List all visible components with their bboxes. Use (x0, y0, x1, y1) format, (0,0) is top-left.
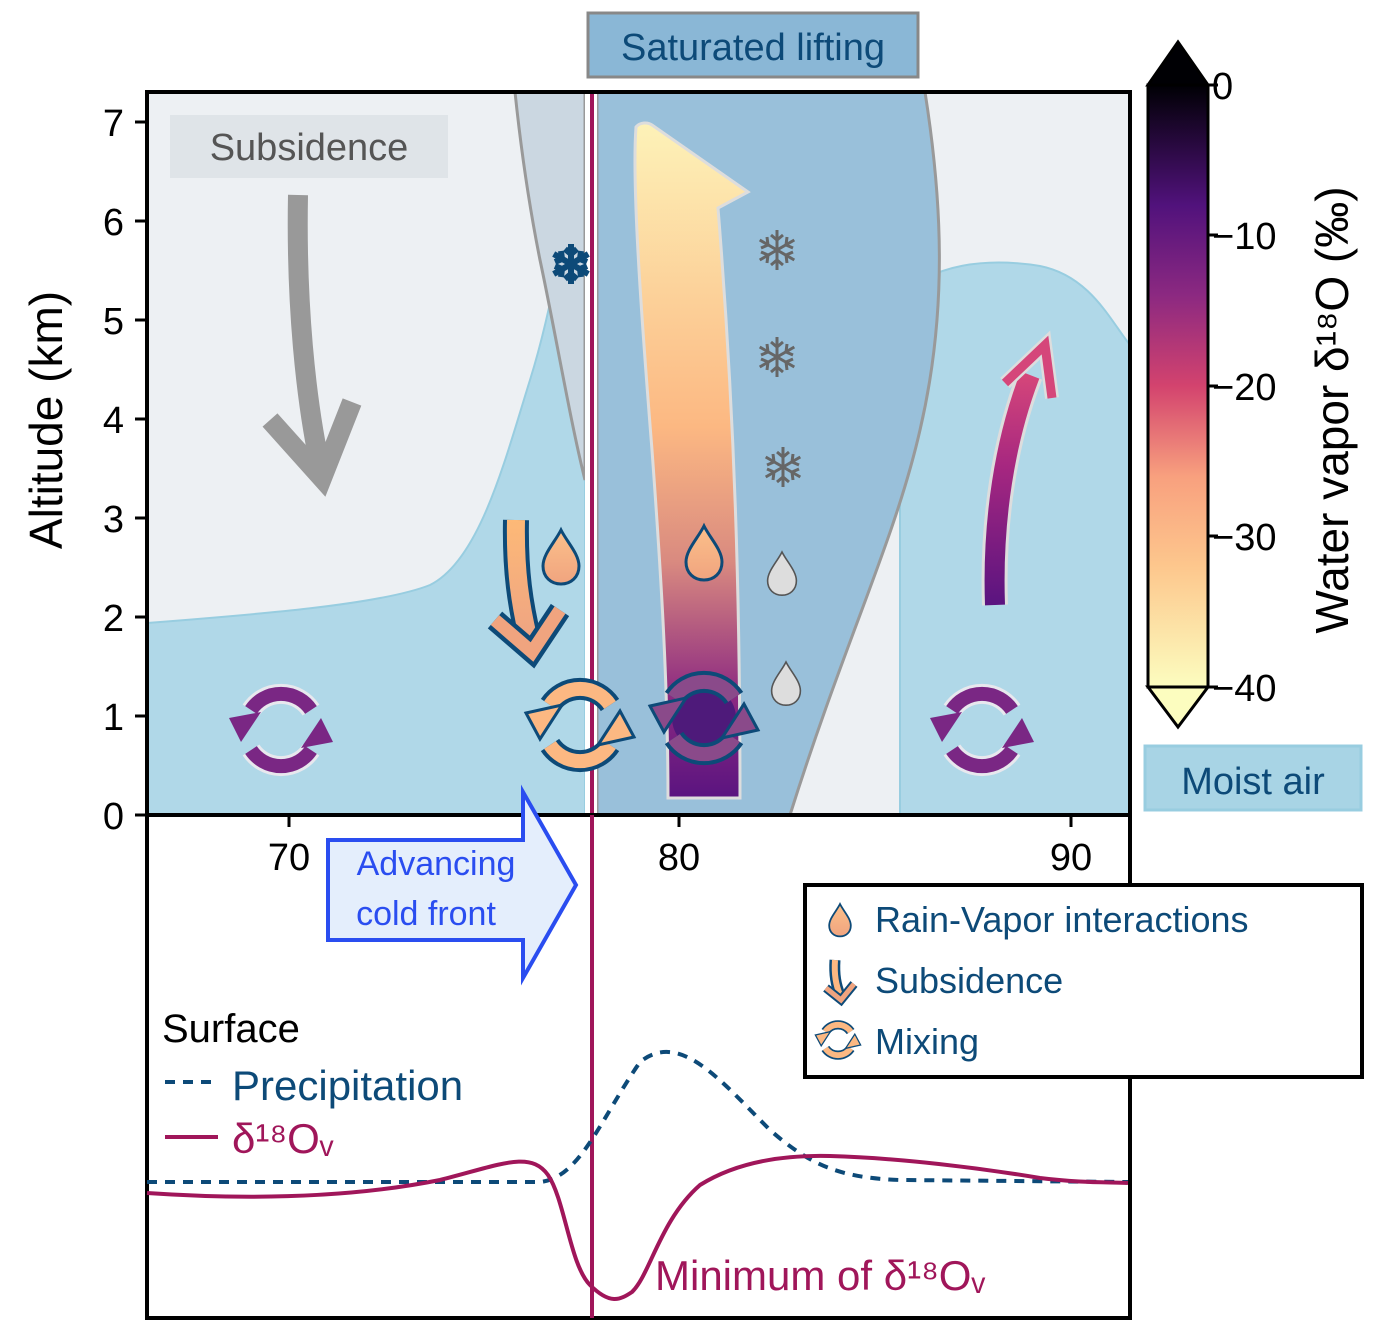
y-tick-label: 1 (103, 697, 124, 739)
colorbar-tick-label: −20 (1212, 367, 1276, 409)
y-tick-label: 0 (103, 796, 124, 838)
legend-label-rain-vapor: Rain-Vapor interactions (875, 899, 1249, 940)
subsidence-arrow-icon (823, 959, 858, 1007)
legend-label-subsidence: Subsidence (875, 960, 1063, 1001)
colorbar-tick-label: −40 (1212, 668, 1276, 710)
mixing-icon (647, 670, 761, 766)
colorbar-gradient (1146, 83, 1210, 689)
colorbar-top-extend (1145, 39, 1211, 87)
colorbar-title: Water vapor δ¹⁸O (‰) (1306, 186, 1358, 633)
colorbar-tick-label: 0 (1212, 66, 1233, 108)
colorbar-tick-label: −30 (1212, 517, 1276, 559)
subsidence-label: Subsidence (210, 127, 409, 169)
subsidence-label-box (170, 115, 448, 178)
y-axis-title: Altitude (km) (20, 291, 72, 549)
legend-frame (803, 883, 1364, 1079)
x-axis: 70 80 90 (268, 815, 1092, 879)
y-tick-label: 5 (103, 301, 124, 343)
subsidence-arrow-icon (262, 194, 362, 497)
d18o-curve (146, 1153, 1129, 1301)
y-tick-label: 7 (103, 103, 124, 145)
colorbar-bottom-extend (1145, 685, 1211, 730)
minimum-label: Minimum of δ¹⁸Oᵥ (655, 1252, 985, 1299)
right-ascending-arrow-icon (981, 330, 1059, 606)
small-subsidence-arrow-icon (487, 519, 570, 669)
cold-front-label-line2: cold front (356, 895, 496, 933)
saturated-lifting-title: Saturated lifting (621, 27, 885, 69)
d18o-legend-label: δ¹⁸Oᵥ (232, 1115, 334, 1162)
advancing-cold-front-arrow: Advancing cold front (326, 784, 579, 986)
mixing-icon (930, 683, 1034, 777)
mixing-icon (229, 683, 333, 777)
frontal-wedge (513, 92, 587, 481)
mixing-icon (523, 677, 637, 773)
precipitation-curve (147, 1049, 1129, 1184)
moist-air-box (1143, 744, 1363, 812)
process-legend: Rain-Vapor interactions Subsidence Mixin… (803, 883, 1364, 1079)
moist-air-label: Moist air (1181, 761, 1325, 803)
surface-label: Surface (162, 1007, 300, 1051)
x-tick-label: 80 (658, 837, 700, 879)
mixing-icon (814, 1020, 862, 1060)
saturated-lifting-arrow-icon (633, 121, 751, 800)
y-tick-label: 4 (103, 400, 124, 442)
y-axis: 0 1 2 3 4 5 6 7 Altitude (km) (20, 103, 147, 838)
legend-label-mixing: Mixing (875, 1021, 979, 1062)
x-tick-label: 70 (268, 837, 310, 879)
x-tick-label: 90 (1050, 837, 1092, 879)
cold-front-label-line1: Advancing (357, 845, 516, 883)
y-tick-label: 3 (103, 499, 124, 541)
precip-legend-label: Precipitation (232, 1062, 463, 1109)
colorbar: 0 −10 −20 −30 −40 Water vapor δ¹⁸O (‰) (1145, 39, 1358, 730)
saturated-lifting-box (586, 11, 920, 79)
colorbar-tick-label: −10 (1212, 216, 1276, 258)
y-tick-label: 6 (103, 202, 124, 244)
y-tick-label: 2 (103, 598, 124, 640)
